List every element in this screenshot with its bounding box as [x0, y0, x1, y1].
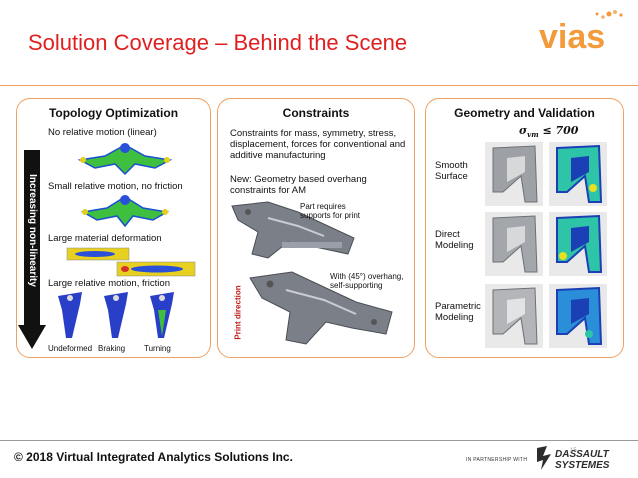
caption-undeformed: Undeformed: [48, 344, 93, 353]
constraints-title: Constraints: [282, 106, 350, 120]
caption-braking: Braking: [98, 344, 126, 353]
footer-divider: [0, 440, 638, 441]
geometry-row-direct: Direct Modeling: [435, 229, 474, 251]
footer-copyright: © 2018 Virtual Integrated Analytics Solu…: [14, 450, 293, 464]
deformation-result-image: [65, 244, 197, 278]
note-requires-supports: Part requires supports for print: [300, 202, 361, 220]
parametric-geometry-image: [485, 284, 543, 348]
smooth-geometry-image: [485, 142, 543, 206]
svg-text:SYSTEMES: SYSTEMES: [555, 460, 610, 471]
direct-stress-image: [549, 212, 607, 276]
note-self-supporting: With (45°) overhang, self-supporting: [330, 272, 404, 290]
smooth-stress-image: [549, 142, 607, 206]
parametric-stress-image: [549, 284, 607, 348]
geometry-row-parametric: Parametric Modeling: [435, 301, 481, 323]
stress-formula: σvm ≤ 700: [519, 124, 579, 140]
part-with-supports-image: [228, 198, 358, 264]
topology-item-4: Large relative motion, friction: [48, 278, 170, 289]
small-motion-result-image: [75, 192, 175, 232]
vias-logo: vias: [537, 8, 632, 56]
page-number: 15: [570, 448, 577, 454]
svg-text:vias: vias: [539, 18, 605, 54]
topology-item-3: Large material deformation: [48, 233, 162, 244]
arrow-label: Increasing non-linearity: [26, 173, 38, 287]
friction-result-images: [52, 290, 182, 342]
topology-title: Topology Optimization: [48, 106, 179, 120]
title-divider: [0, 85, 638, 86]
nonlinearity-arrow: [18, 150, 46, 350]
print-direction-label: Print direction: [233, 284, 243, 340]
topology-item-2: Small relative motion, no friction: [48, 181, 183, 192]
slide-title: Solution Coverage – Behind the Scene: [28, 30, 408, 55]
svg-text:DASSAULT: DASSAULT: [555, 449, 610, 460]
self-supporting-part-image: [246, 268, 396, 348]
partnership-text: IN PARTNERSHIP WITH: [466, 457, 528, 463]
topology-item-1: No relative motion (linear): [48, 127, 157, 138]
geometry-title: Geometry and Validation: [454, 106, 595, 120]
geometry-row-smooth: Smooth Surface: [435, 160, 468, 182]
direct-geometry-image: [485, 212, 543, 276]
constraints-text-2: New: Geometry based overhang constraints…: [230, 174, 367, 196]
linear-result-image: [75, 138, 175, 180]
constraints-text-1: Constraints for mass, symmetry, stress, …: [230, 128, 406, 161]
dassault-logo: DASSAULT SYSTEMES: [535, 444, 625, 472]
caption-turning: Turning: [144, 344, 171, 353]
